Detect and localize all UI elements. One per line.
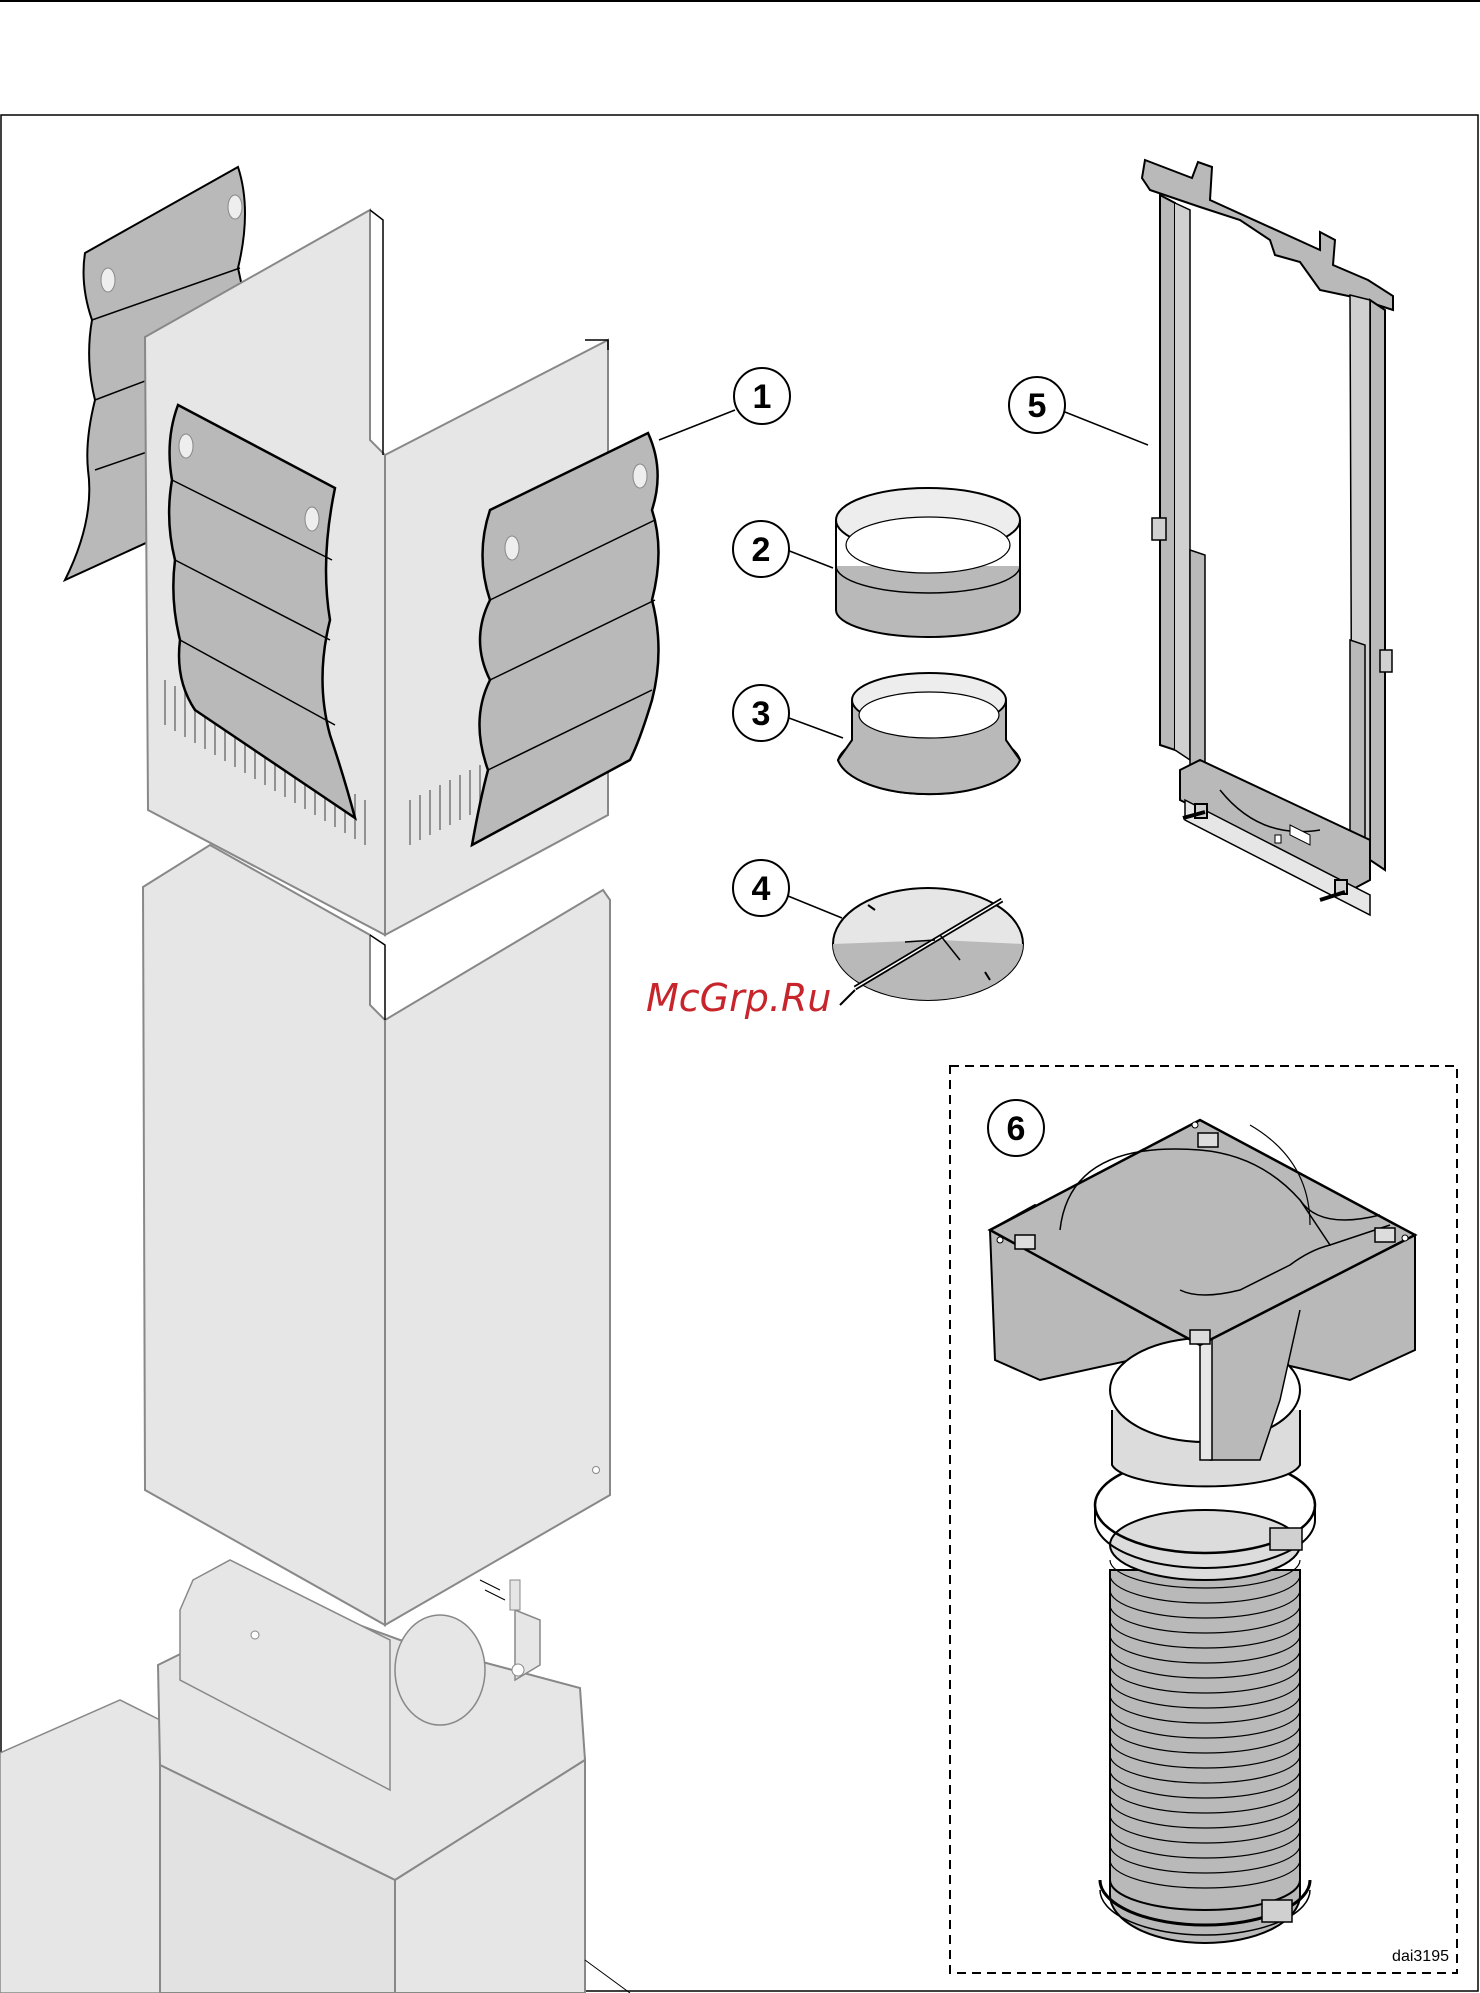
ring-connector-part — [836, 488, 1020, 637]
mounting-frame-part — [1142, 160, 1393, 915]
callout-6: 6 — [988, 1100, 1044, 1156]
svg-text:3: 3 — [752, 695, 771, 733]
callout-5: 5 — [1009, 377, 1148, 445]
drawing-code: dai3195 — [1392, 1948, 1449, 1965]
air-guide-kit-part — [990, 1120, 1415, 1943]
svg-text:5: 5 — [1028, 387, 1047, 425]
chimney-lower-section — [143, 845, 610, 1625]
svg-text:1: 1 — [753, 378, 772, 416]
svg-text:2: 2 — [752, 531, 771, 569]
watermark-text: McGrp.Ru — [646, 976, 831, 1020]
damper-disc-part — [833, 888, 1023, 1005]
chimney-upper-section — [65, 167, 659, 935]
callout-2: 2 — [733, 521, 833, 577]
svg-text:6: 6 — [1007, 1110, 1026, 1148]
callout-3: 3 — [733, 685, 843, 741]
svg-text:4: 4 — [752, 870, 771, 908]
hood-body — [0, 1560, 630, 1993]
callout-1: 1 — [659, 368, 790, 440]
callout-4: 4 — [733, 860, 842, 918]
ring-flanged-part — [838, 673, 1020, 794]
